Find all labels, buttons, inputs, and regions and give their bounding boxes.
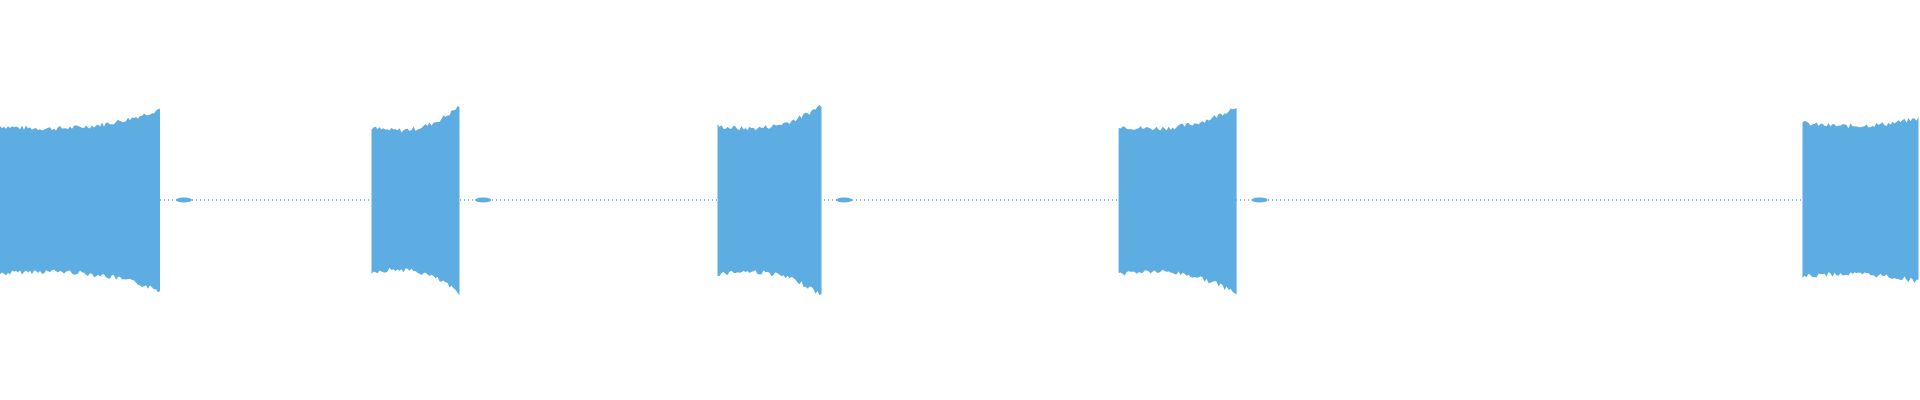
waveform-segment-2 — [371, 106, 460, 296]
waveform-decay-3 — [836, 197, 853, 203]
waveform-segments — [0, 105, 1919, 296]
waveform-segment-1 — [0, 108, 160, 293]
waveform-segment-4 — [1118, 108, 1237, 295]
waveform-decay-1 — [175, 197, 192, 203]
waveform-segment-5 — [1802, 116, 1919, 283]
waveform-decay-2 — [475, 197, 492, 203]
waveform-segment-3 — [717, 105, 822, 296]
waveform-decay-4 — [1251, 197, 1268, 203]
